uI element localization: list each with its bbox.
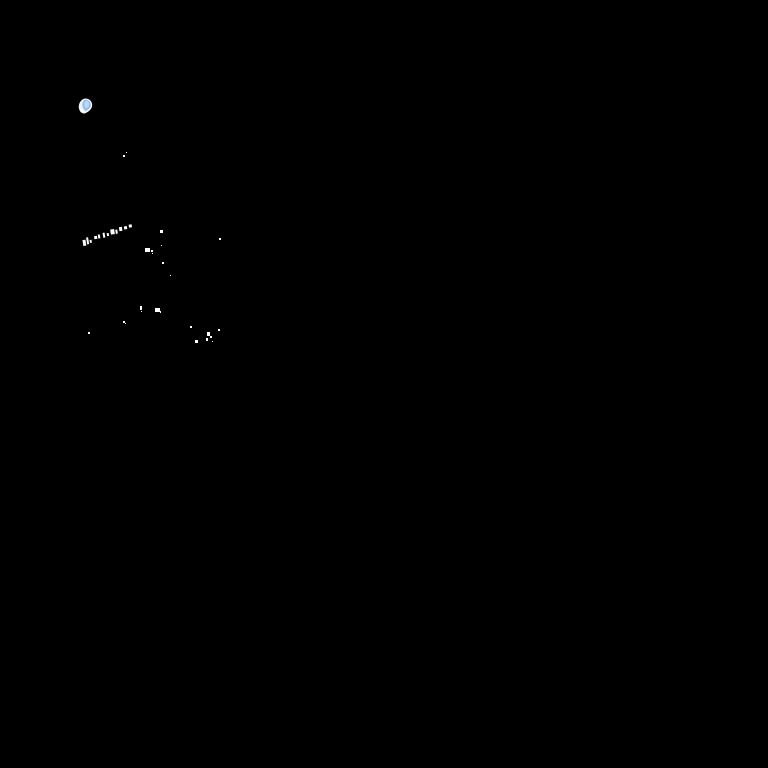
speck xyxy=(190,326,192,328)
speck xyxy=(88,332,90,334)
micro-text-fragment xyxy=(110,229,115,235)
speck xyxy=(160,230,163,233)
speck xyxy=(141,311,142,312)
app-glyph-svg xyxy=(78,98,93,114)
speck xyxy=(219,238,221,240)
speck xyxy=(123,321,125,323)
micro-text-fragment xyxy=(128,224,133,228)
speck xyxy=(212,341,213,342)
speck xyxy=(170,275,171,276)
speck xyxy=(140,306,142,310)
micro-text-run xyxy=(81,224,137,250)
speck xyxy=(123,155,125,157)
micro-text-fragment xyxy=(115,229,118,234)
micro-text-fragment xyxy=(102,232,106,238)
speck xyxy=(162,262,164,264)
speck xyxy=(126,152,127,153)
micro-text-fragment xyxy=(93,235,98,240)
micro-text-fragment xyxy=(97,234,101,239)
speck xyxy=(160,311,161,313)
speck xyxy=(145,248,150,252)
speck xyxy=(218,329,220,331)
speck xyxy=(152,253,153,254)
app-glyph-icon[interactable] xyxy=(78,98,93,114)
micro-text-fragment xyxy=(123,226,128,230)
speck xyxy=(210,336,212,338)
speck xyxy=(125,323,126,324)
micro-text-fragment xyxy=(118,226,123,232)
micro-text-fragment xyxy=(89,239,92,243)
speck xyxy=(151,250,153,252)
speck xyxy=(161,245,162,246)
micro-text-fragment xyxy=(106,232,110,237)
speck xyxy=(155,308,160,312)
speck xyxy=(195,340,198,343)
speck xyxy=(206,338,208,341)
speck xyxy=(207,332,210,336)
